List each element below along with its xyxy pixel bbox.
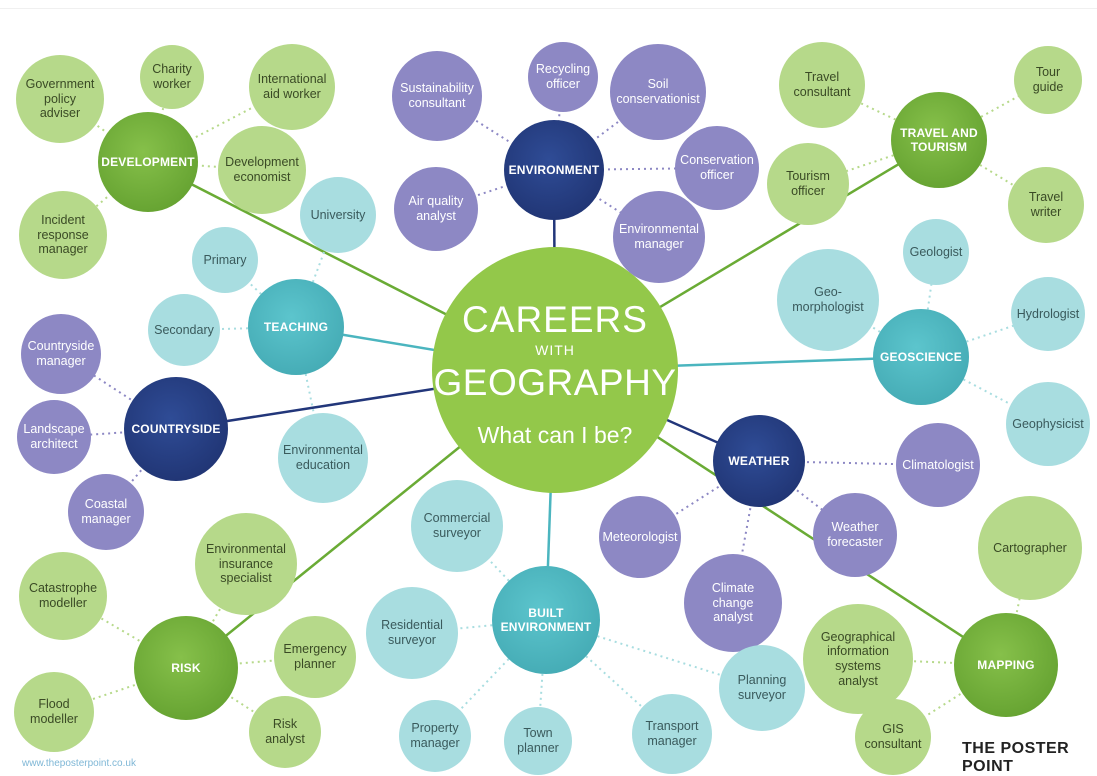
category-hub-travel: TRAVEL AND TOURISM [891, 92, 987, 188]
career-node-built-2: Property manager [399, 700, 471, 772]
career-node-weather-2: Meteorologist [599, 496, 681, 578]
career-node-risk-1: Catastrophe modeller [19, 552, 107, 640]
career-node-countryside-1: Landscape architect [17, 400, 91, 474]
career-node-risk-4: Risk analyst [249, 696, 321, 768]
category-hub-mapping: MAPPING [954, 613, 1058, 717]
career-node-development-1: Charity worker [140, 45, 204, 109]
center-title-line2: WITH [535, 342, 575, 358]
leaf-connector-geoscience-2 [920, 313, 1049, 358]
career-node-teaching-2: Secondary [148, 294, 220, 366]
center-title-line3: GEOGRAPHY [433, 362, 677, 403]
career-node-environment-4: Environmental manager [613, 191, 705, 283]
leaf-connector-built-4 [545, 619, 673, 735]
center-node: CAREERS WITH GEOGRAPHY What can I be? [432, 247, 678, 493]
career-node-geoscience-0: Geologist [903, 219, 969, 285]
career-node-travel-3: Travel writer [1008, 167, 1084, 243]
career-node-built-1: Residential surveyor [366, 587, 458, 679]
top-divider [0, 0, 1097, 9]
career-node-risk-0: Environmental insurance specialist [195, 513, 297, 615]
career-node-built-5: Planning surveyor [719, 645, 805, 731]
career-node-environment-1: Recycling officer [528, 42, 598, 112]
career-node-built-0: Commercial surveyor [411, 480, 503, 572]
career-node-weather-0: Climatologist [896, 423, 980, 507]
career-node-travel-2: Tourism officer [767, 143, 849, 225]
leaf-connector-risk-0 [185, 563, 247, 669]
career-node-development-4: Incident response manager [19, 191, 107, 279]
career-node-mapping-0: Cartographer [978, 496, 1082, 600]
poster-point-logo: THE POSTER POINT [962, 740, 1070, 775]
category-hub-development: DEVELOPMENT [98, 112, 198, 212]
career-node-mapping-2: GIS consultant [855, 699, 931, 775]
career-node-development-0: Government policy adviser [16, 55, 104, 143]
leaf-connector-teaching-3 [295, 326, 324, 459]
career-node-teaching-1: Primary [192, 227, 258, 293]
career-node-development-3: Development economist [218, 126, 306, 214]
category-hub-weather: WEATHER [713, 415, 805, 507]
career-node-built-3: Town planner [504, 707, 572, 775]
career-node-geoscience-2: Hydrologist [1011, 277, 1085, 351]
leaf-connector-built-1 [411, 619, 547, 634]
career-node-geoscience-3: Geophysicist [1006, 382, 1090, 466]
center-title-line1: CAREERS [462, 299, 648, 340]
career-node-risk-3: Flood modeller [14, 672, 94, 752]
category-hub-geoscience: GEOSCIENCE [873, 309, 969, 405]
category-hub-environment: ENVIRONMENT [504, 120, 604, 220]
career-node-mapping-1: Geographical information systems analyst [803, 604, 913, 714]
career-node-built-4: Transport manager [632, 694, 712, 774]
career-node-countryside-0: Countryside manager [21, 314, 101, 394]
career-node-geoscience-1: Geo- morphologist [777, 249, 879, 351]
career-node-environment-3: Conservation officer [675, 126, 759, 210]
leaf-connector-countryside-1 [53, 428, 177, 438]
career-node-risk-2: Emergency planner [274, 616, 356, 698]
center-subtitle: What can I be? [477, 422, 633, 448]
career-node-weather-3: Climate change analyst [684, 554, 782, 652]
leaf-connector-built-3 [537, 619, 547, 742]
career-node-travel-0: Travel consultant [779, 42, 865, 128]
category-hub-teaching: TEACHING [248, 279, 344, 375]
career-node-development-2: International aid worker [249, 44, 335, 130]
career-node-environment-0: Sustainability consultant [392, 51, 482, 141]
career-node-environment-2: Soil conservationist [610, 44, 706, 140]
leaf-connector-mapping-2 [892, 664, 1007, 738]
leaf-connector-weather-1 [758, 460, 856, 536]
website-text: www.theposterpoint.co.uk [22, 758, 136, 769]
career-node-teaching-3: Environmental education [278, 413, 368, 503]
category-hub-built: BUILT ENVIRONMENT [492, 566, 600, 674]
category-hub-risk: RISK [134, 616, 238, 720]
category-hub-countryside: COUNTRYSIDE [124, 377, 228, 481]
career-node-teaching-0: University [300, 177, 376, 253]
career-node-environment-5: Air quality analyst [394, 167, 478, 251]
career-node-travel-1: Tour guide [1014, 46, 1082, 114]
career-node-countryside-2: Coastal manager [68, 474, 144, 550]
career-node-weather-1: Weather forecaster [813, 493, 897, 577]
